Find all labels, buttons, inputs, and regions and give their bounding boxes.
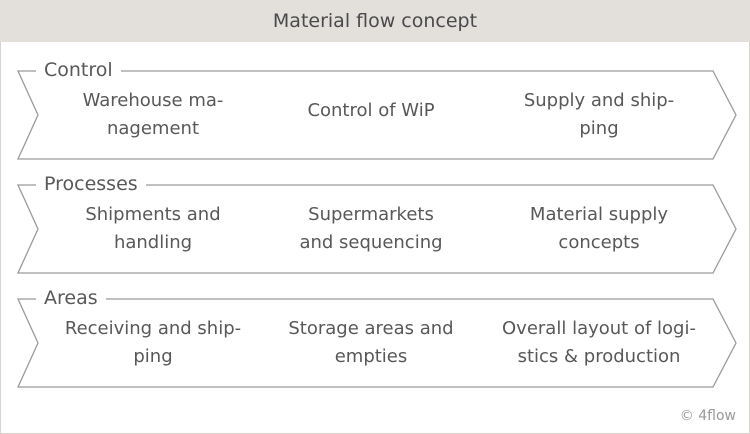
cell-processes-1: Shipments and handling	[85, 204, 221, 253]
copyright-notice: © 4flow	[679, 408, 736, 424]
cell-control-3: Supply and ship- ping	[523, 90, 675, 139]
chevron-control	[16, 70, 737, 160]
cell-processes-2: Supermarkets and sequencing	[299, 204, 443, 253]
row-label-processes: Processes	[36, 173, 146, 195]
cell-areas-3: Overall layout of logi- stics & producti…	[502, 318, 696, 367]
cell-control-1: Warehouse ma- nagement	[82, 90, 224, 139]
diagram-title: Material flow concept	[272, 10, 478, 32]
cell-areas-1: Receiving and ship- ping	[64, 318, 242, 367]
row-label-control: Control	[36, 59, 121, 81]
diagram-title-bar: Material flow concept	[0, 0, 750, 42]
row-label-areas: Areas	[36, 287, 106, 309]
cell-control-2: Control of WiP	[307, 100, 435, 121]
chevron-areas	[16, 298, 737, 388]
chevron-processes	[16, 184, 737, 274]
cell-areas-2: Storage areas and empties	[288, 318, 454, 367]
cell-processes-3: Material supply concepts	[529, 204, 669, 253]
